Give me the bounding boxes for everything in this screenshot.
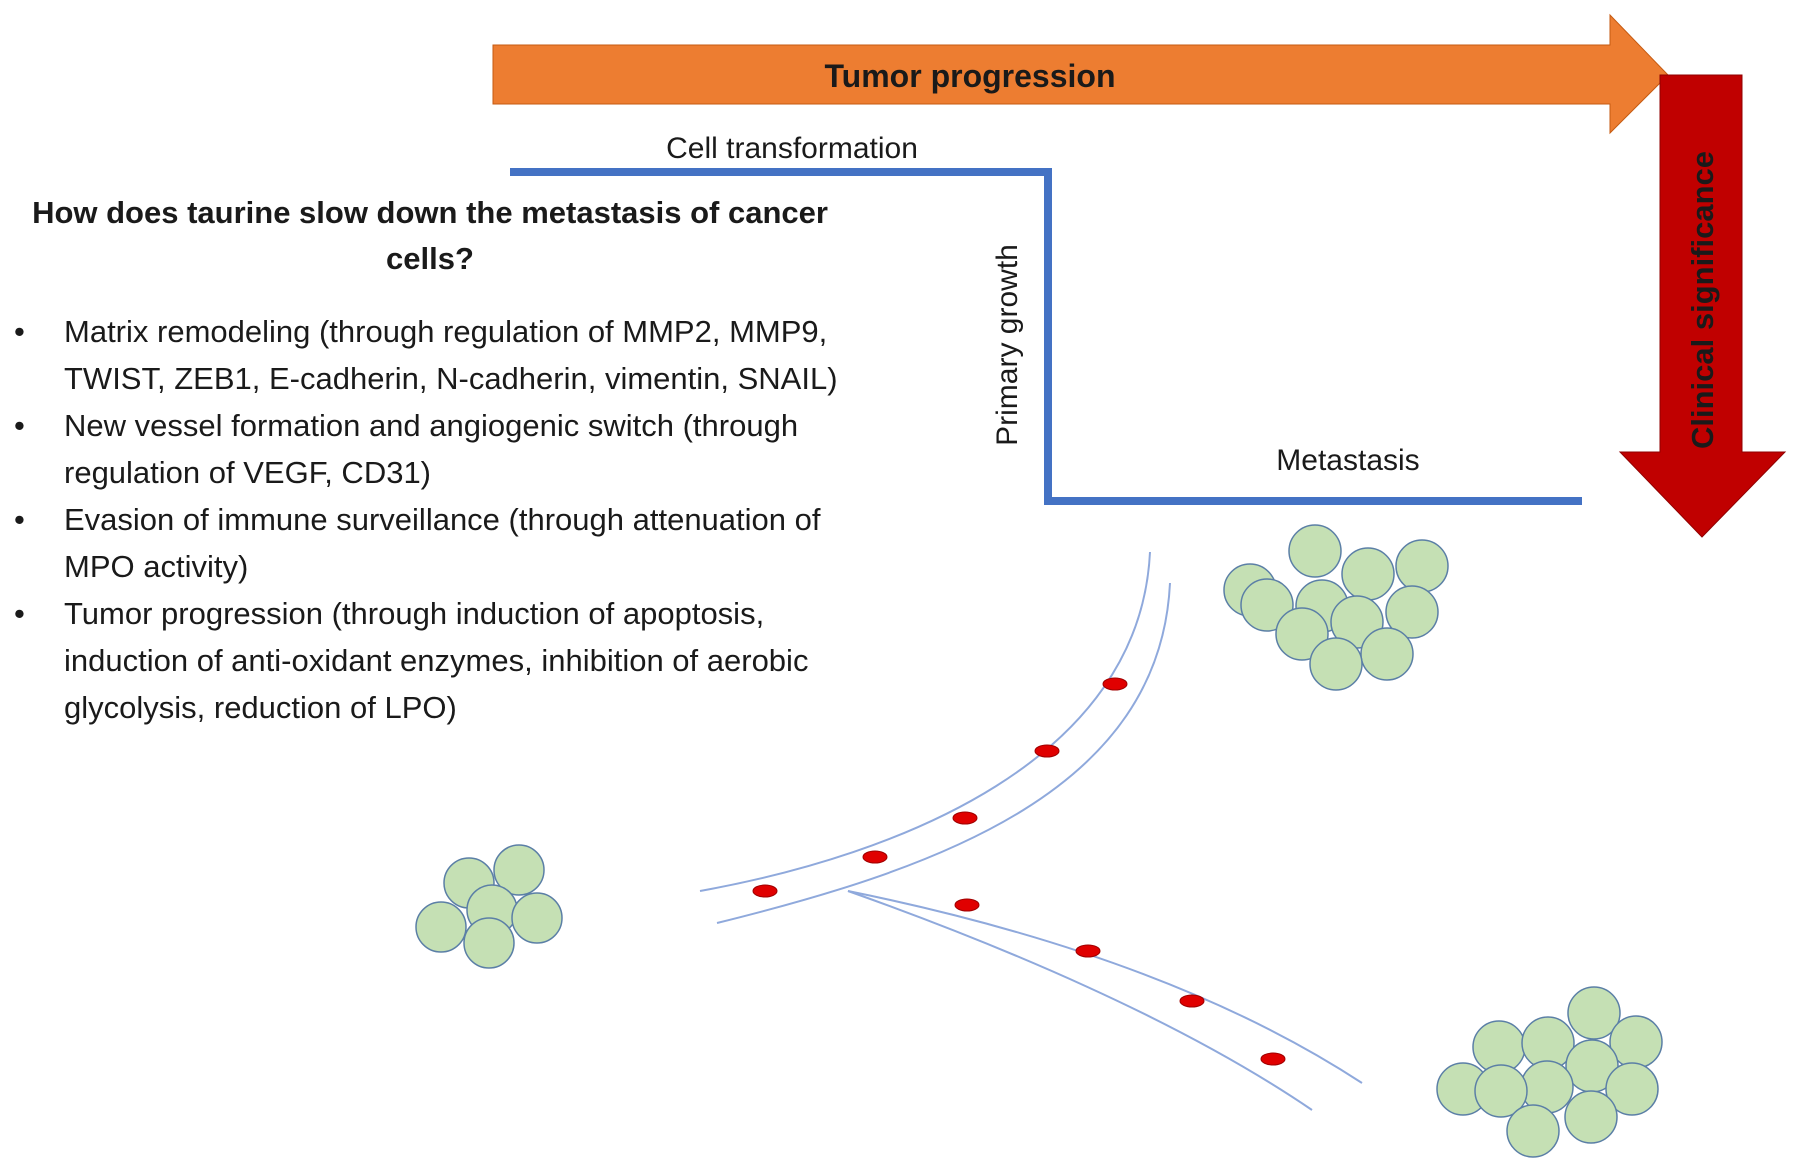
tumor-cell [1309,637,1363,691]
red-blood-cell [952,811,978,825]
tumor-progression-arrow [492,13,1669,135]
cell-cluster-lower-right [1436,986,1663,1158]
branch-upper-wall [847,890,1363,1084]
tumor-cell [1395,539,1449,593]
tumor-cell [1385,585,1439,639]
cell-transformation-label: Cell transformation [666,132,918,165]
red-blood-cell [1260,1052,1286,1066]
tumor-cell [511,892,563,944]
tumor-cell [1506,1104,1560,1158]
mechanism-list: Matrix remodeling (through regulation of… [14,308,864,731]
tumor-cell [463,917,515,969]
red-blood-cells [752,677,1286,1066]
blood-vessel [699,551,1363,1111]
list-item: Tumor progression (through induction of … [14,590,864,731]
red-blood-cell [1034,744,1060,758]
tumor-cell [1240,578,1294,632]
progression-step-line [510,168,1582,505]
vessel-lower-wall [716,582,1171,924]
red-blood-cell [954,898,980,912]
red-blood-cell [1102,677,1128,691]
clinical-significance-arrow [1618,74,1787,538]
tumor-cell [1341,547,1395,601]
tumor-cell [493,844,545,896]
tumor-cell [1567,986,1621,1040]
tumor-cell [1474,1064,1528,1118]
question-heading: How does taurine slow down the metastasi… [32,195,828,276]
primary-growth-label: Primary growth [991,244,1024,446]
branch-lower-wall [847,890,1313,1111]
list-item: Matrix remodeling (through regulation of… [14,308,864,402]
tumor-cell [1564,1090,1618,1144]
clinical-significance-label: Clinical significance [1685,151,1720,449]
tumor-cell [415,901,467,953]
tumor-cell [1288,524,1342,578]
red-blood-cell [862,850,888,864]
list-item: New vessel formation and angiogenic swit… [14,402,864,496]
metastasis-label: Metastasis [1276,444,1419,477]
tumor-cell [1275,607,1329,661]
vessel-upper-wall [699,551,1151,892]
tumor-cell [1605,1062,1659,1116]
red-blood-cell [752,884,778,898]
red-blood-cell [1179,994,1205,1008]
tumor-cell [1360,627,1414,681]
list-item: Evasion of immune surveillance (through … [14,496,864,590]
cell-cluster-metastasis [1223,524,1449,691]
tumor-progression-label: Tumor progression [825,58,1116,94]
red-blood-cell [1075,944,1101,958]
cell-cluster-primary [415,844,563,969]
